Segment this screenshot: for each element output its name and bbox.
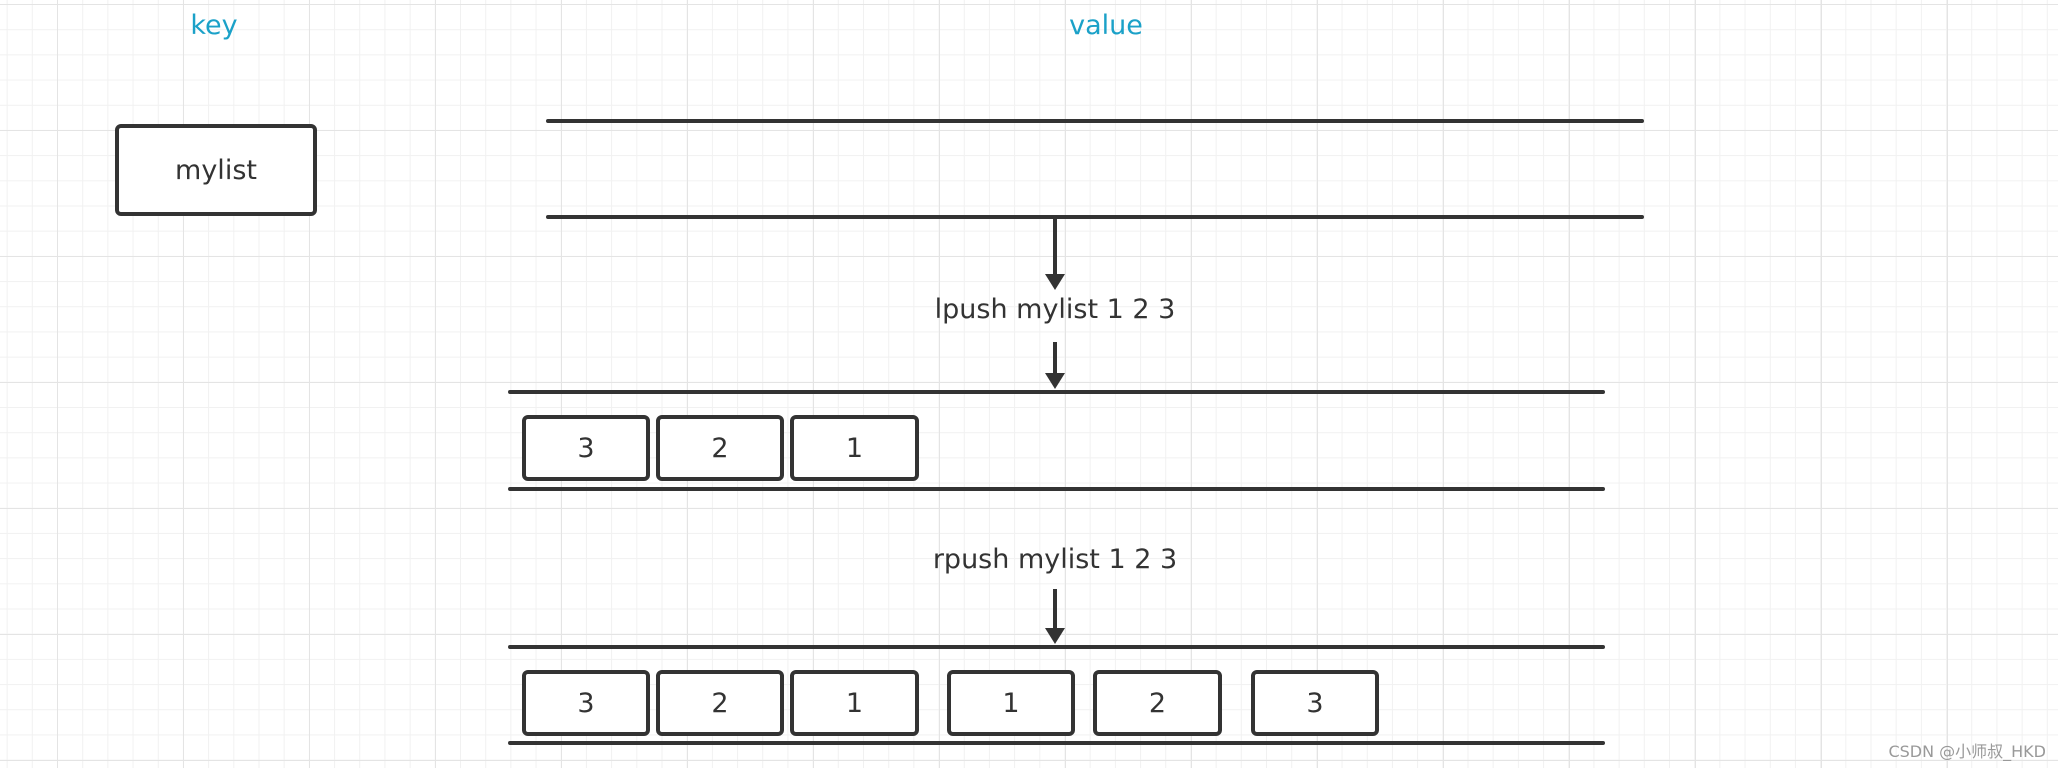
rpush-list-item-value: 1 [1002,687,1020,719]
watermark: CSDN @小师叔_HKD [1888,742,2046,761]
rpush-list-item: 1 [947,670,1075,736]
key-column-header: key [190,10,238,41]
lpush-list-item-value: 3 [577,432,595,464]
lpush-list-item: 3 [522,415,650,481]
lpush-list-top-line [508,390,1605,394]
rpush-list-item-value: 2 [711,687,729,719]
arrow-down-icon [1045,219,1065,290]
empty-list-top-line [546,119,1644,123]
rpush-list-item-value: 1 [845,687,864,719]
lpush-list-bottom-line [508,487,1605,491]
rpush-list-item: 2 [656,670,784,736]
key-box-mylist: mylist [115,124,317,216]
rpush-list-item: 3 [522,670,650,736]
rpush-list-item-value: 3 [577,687,595,719]
rpush-list-item: 2 [1093,670,1222,736]
arrow-down-icon [1045,589,1065,644]
empty-list-bottom-line [546,215,1644,219]
arrow-down-icon [1045,342,1065,389]
lpush-list-item: 1 [790,415,919,481]
rpush-list-item: 1 [790,670,919,736]
key-box-label: mylist [175,154,257,186]
lpush-list-item: 2 [656,415,784,481]
rpush-list-top-line [508,645,1605,649]
lpush-list-item-value: 2 [711,432,729,464]
lpush-list-item-value: 1 [845,432,864,464]
rpush-list-item: 3 [1251,670,1379,736]
value-column-header: value [1069,10,1143,41]
rpush-list-item-value: 2 [1148,687,1167,719]
rpush-list-item-value: 3 [1306,687,1324,719]
rpush-list-bottom-line [508,741,1605,745]
rpush-command-label: rpush mylist 1 2 3 [932,544,1178,575]
lpush-command-label: lpush mylist 1 2 3 [934,294,1176,325]
